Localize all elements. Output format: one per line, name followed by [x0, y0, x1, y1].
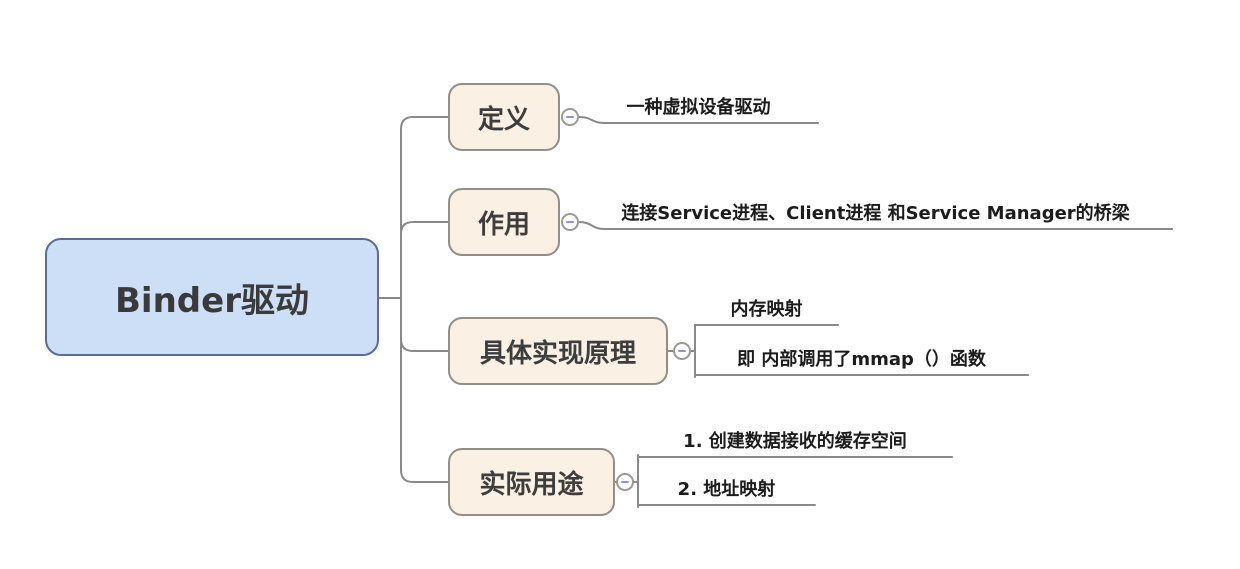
leaf-topic[interactable]: 连接Service进程、Client进程 和Service Manager的桥梁: [621, 203, 1130, 224]
topic-label: 作用: [477, 209, 530, 240]
connector-branch-3: [400, 338, 449, 352]
leaf-topic[interactable]: 即 内部调用了mmap（）函数: [737, 349, 986, 370]
topic-label: 实际用途: [479, 469, 584, 500]
leaf-topic[interactable]: 2. 地址映射: [677, 479, 776, 500]
connector-branch-4: [400, 297, 449, 483]
collapse-button-function[interactable]: [561, 213, 579, 231]
topic-node-practical-use[interactable]: 实际用途: [448, 448, 615, 516]
leaf-topic[interactable]: 一种虚拟设备驱动: [626, 97, 771, 118]
topic-node-function[interactable]: 作用: [448, 188, 560, 256]
connector-branch-1: [400, 116, 449, 299]
leaf-topic[interactable]: 内存映射: [730, 299, 803, 320]
collapse-minus-icon: [566, 221, 574, 223]
root-node-label: Binder驱动: [115, 280, 309, 321]
topic-node-definition[interactable]: 定义: [448, 83, 560, 151]
connector-branch-2: [400, 221, 449, 235]
topic-label: 定义: [477, 104, 530, 135]
leaf-topic[interactable]: 1. 创建数据接收的缓存空间: [683, 431, 907, 452]
topic-node-implementation-principle[interactable]: 具体实现原理: [448, 317, 668, 385]
topic-label: 具体实现原理: [479, 338, 636, 369]
collapse-minus-icon: [566, 116, 574, 118]
collapse-button-practical-use[interactable]: [616, 473, 634, 491]
root-node[interactable]: Binder驱动: [45, 238, 379, 356]
collapse-button-definition[interactable]: [561, 108, 579, 126]
collapse-button-implementation-principle[interactable]: [673, 342, 691, 360]
collapse-minus-icon: [678, 350, 686, 352]
collapse-minus-icon: [621, 481, 629, 483]
